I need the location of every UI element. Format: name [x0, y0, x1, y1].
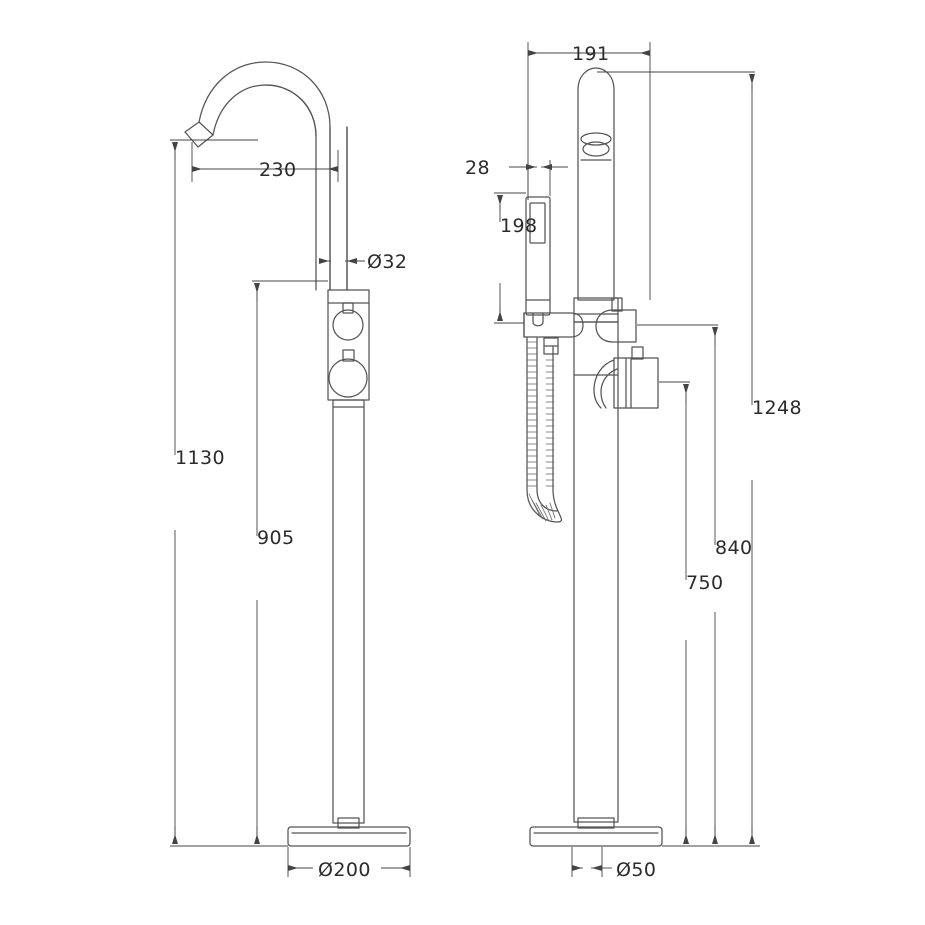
dim-label-230: 230 [259, 159, 296, 181]
front-base-collar [577, 817, 615, 829]
dim-label-905: 905 [257, 527, 294, 549]
upper-control-handle-tab [611, 297, 623, 312]
front-riser-ring-lower [582, 141, 610, 157]
front-riser-ring-upper [580, 132, 612, 146]
handset-bracket [523, 312, 584, 338]
diverter-spout-curve [593, 359, 615, 409]
lower-column [332, 399, 365, 824]
side-elevation-view [184, 61, 411, 847]
dimension-labels: 230 Ø32 1130 905 Ø200 191 28 198 1248 84… [175, 43, 802, 881]
riser-cap-arc [265, 84, 317, 137]
front-base-plate [529, 826, 663, 847]
handset-body [525, 196, 551, 316]
dim-label-d32: Ø32 [367, 251, 407, 273]
dim-label-1248: 1248 [752, 397, 802, 419]
hose-coil-texture [526, 341, 556, 522]
base-plate [287, 826, 411, 847]
base-collar [337, 817, 360, 829]
upper-handle-knob [332, 309, 364, 341]
dim-label-d50: Ø50 [616, 859, 656, 881]
diverter-spout-curve-inner [600, 368, 618, 409]
hose-outer-path [526, 337, 563, 523]
spout-outer-arc [198, 61, 331, 291]
diverter-handle-body [613, 357, 659, 409]
dim-label-750: 750 [686, 572, 723, 594]
spout-tip-band [198, 121, 214, 136]
handset-cone [532, 312, 544, 327]
dim-label-1130: 1130 [175, 447, 225, 469]
dim-label-198: 198 [500, 215, 537, 237]
handset-face-plate [529, 202, 546, 244]
front-riser-body [577, 67, 615, 301]
upper-handle-tab [342, 302, 354, 314]
spout-tip [184, 121, 214, 148]
lower-handle-knob [328, 358, 368, 398]
front-elevation-dimensions [494, 42, 760, 877]
front-elevation-view [523, 67, 663, 847]
dim-label-d200: Ø200 [318, 859, 371, 881]
hose-inner-path [536, 337, 558, 512]
dim-label-840: 840 [715, 537, 752, 559]
side-elevation-dimensions [170, 139, 411, 877]
upper-control-handle [595, 309, 637, 343]
dim-label-191: 191 [572, 43, 609, 65]
diverter-handle-tab [631, 346, 644, 360]
dim-label-28: 28 [465, 157, 490, 179]
lower-handle-tab [342, 349, 355, 362]
